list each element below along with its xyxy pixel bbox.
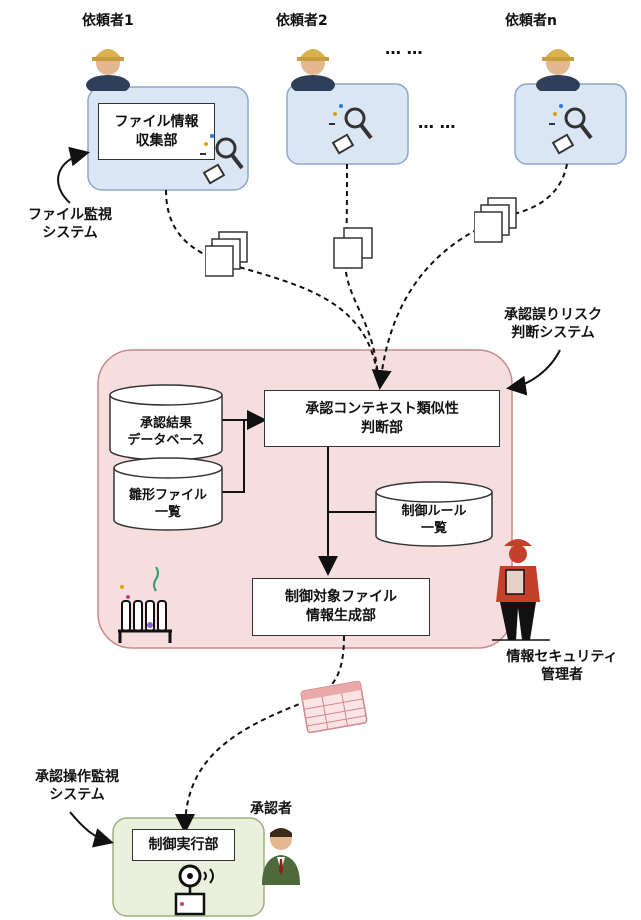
admin-figure-icon bbox=[492, 539, 550, 641]
worker-icon bbox=[291, 49, 335, 91]
security-admin-line2: 管理者 bbox=[541, 667, 583, 683]
ellipsis-mid: … … bbox=[418, 113, 456, 132]
file-info-collector-line1: ファイル情報 bbox=[114, 113, 199, 130]
ellipsis-top: … … bbox=[385, 39, 423, 58]
approval-op-system-line1: 承認操作監視 bbox=[35, 769, 119, 785]
document-stack-icon bbox=[333, 227, 373, 269]
flow-req1 bbox=[165, 189, 379, 381]
context-judge-line2: 判断部 bbox=[361, 419, 403, 436]
context-judge-box: 承認コンテキスト類似性 判断部 bbox=[264, 390, 500, 447]
approver-label: 承認者 bbox=[250, 801, 292, 817]
magnifier-tools-icon bbox=[200, 134, 244, 185]
approval-db-cylinder bbox=[109, 384, 223, 461]
document-stack-icon bbox=[205, 231, 248, 277]
control-rules-line2: 一覧 bbox=[420, 521, 447, 536]
lab-flasks-icon bbox=[118, 566, 172, 643]
worker-icon bbox=[536, 49, 580, 91]
approval-op-system-line2: システム bbox=[49, 787, 105, 803]
file-monitor-system-label: ファイル監視 システム bbox=[10, 206, 130, 242]
approval-op-system-label: 承認操作監視 システム bbox=[18, 768, 136, 804]
magnifier-tools-icon bbox=[329, 104, 373, 155]
requester-2-label: 依頼者2 bbox=[276, 13, 328, 29]
requester-n-label: 依頼者n bbox=[505, 13, 557, 29]
flow-to-approver bbox=[175, 635, 345, 834]
risk-system-line2: 判断システム bbox=[511, 325, 595, 341]
context-judge-line1: 承認コンテキスト類似性 bbox=[305, 400, 459, 417]
flow-req2 bbox=[343, 163, 379, 381]
template-list-line2: 一覧 bbox=[154, 505, 181, 520]
risk-system-label: 承認誤りリスク 判断システム bbox=[488, 306, 618, 342]
approver-person-icon bbox=[262, 828, 300, 885]
target-generator-line1: 制御対象ファイル bbox=[285, 589, 397, 605]
magnifier-tools-icon bbox=[549, 104, 593, 155]
document-stack-icon bbox=[474, 197, 517, 243]
requester-1-label: 依頼者1 bbox=[82, 13, 134, 29]
template-list-cylinder bbox=[113, 457, 223, 531]
target-generator-line2: 情報生成部 bbox=[306, 608, 376, 624]
control-rules-label: 制御ルール 一覧 bbox=[376, 503, 492, 537]
worker-icon bbox=[86, 49, 130, 91]
approval-db-line1: 承認結果 bbox=[139, 416, 192, 431]
control-gear-icon bbox=[174, 864, 214, 916]
security-admin-line1: 情報セキュリティ bbox=[506, 649, 618, 665]
control-rules-line1: 制御ルール bbox=[401, 504, 467, 519]
security-admin-label: 情報セキュリティ 管理者 bbox=[492, 648, 632, 684]
template-list-line1: 雛形ファイル bbox=[128, 488, 207, 503]
risk-system-line1: 承認誤りリスク bbox=[504, 307, 602, 323]
template-list-label: 雛形ファイル 一覧 bbox=[114, 487, 222, 521]
approval-db-label: 承認結果 データベース bbox=[110, 415, 222, 449]
file-info-collector-line2: 収集部 bbox=[135, 132, 178, 149]
control-executor-box: 制御実行部 bbox=[132, 829, 235, 861]
file-table-icon bbox=[300, 680, 368, 734]
target-generator-box: 制御対象ファイル 情報生成部 bbox=[252, 578, 430, 636]
control-rules-cylinder bbox=[375, 481, 493, 547]
file-info-collector: ファイル情報 収集部 bbox=[98, 103, 215, 160]
file-monitor-system-line1: ファイル監視 bbox=[28, 207, 112, 223]
file-monitor-system-line2: システム bbox=[42, 225, 98, 241]
approval-db-line2: データベース bbox=[127, 433, 205, 448]
